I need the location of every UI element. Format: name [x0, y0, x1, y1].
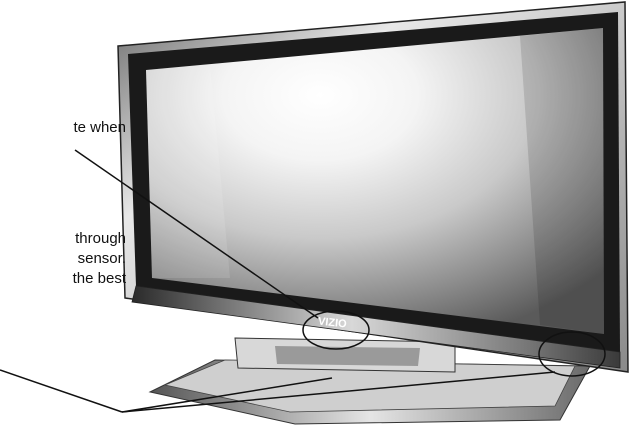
callout-line-2: [0, 370, 122, 412]
callout-text-4: the best: [0, 269, 126, 289]
callout-text-3: sensor.: [0, 249, 126, 269]
callout-text-2: through: [0, 229, 126, 249]
callout-text-1: te when: [0, 118, 126, 138]
vizio-logo: VIZIO: [317, 316, 347, 331]
